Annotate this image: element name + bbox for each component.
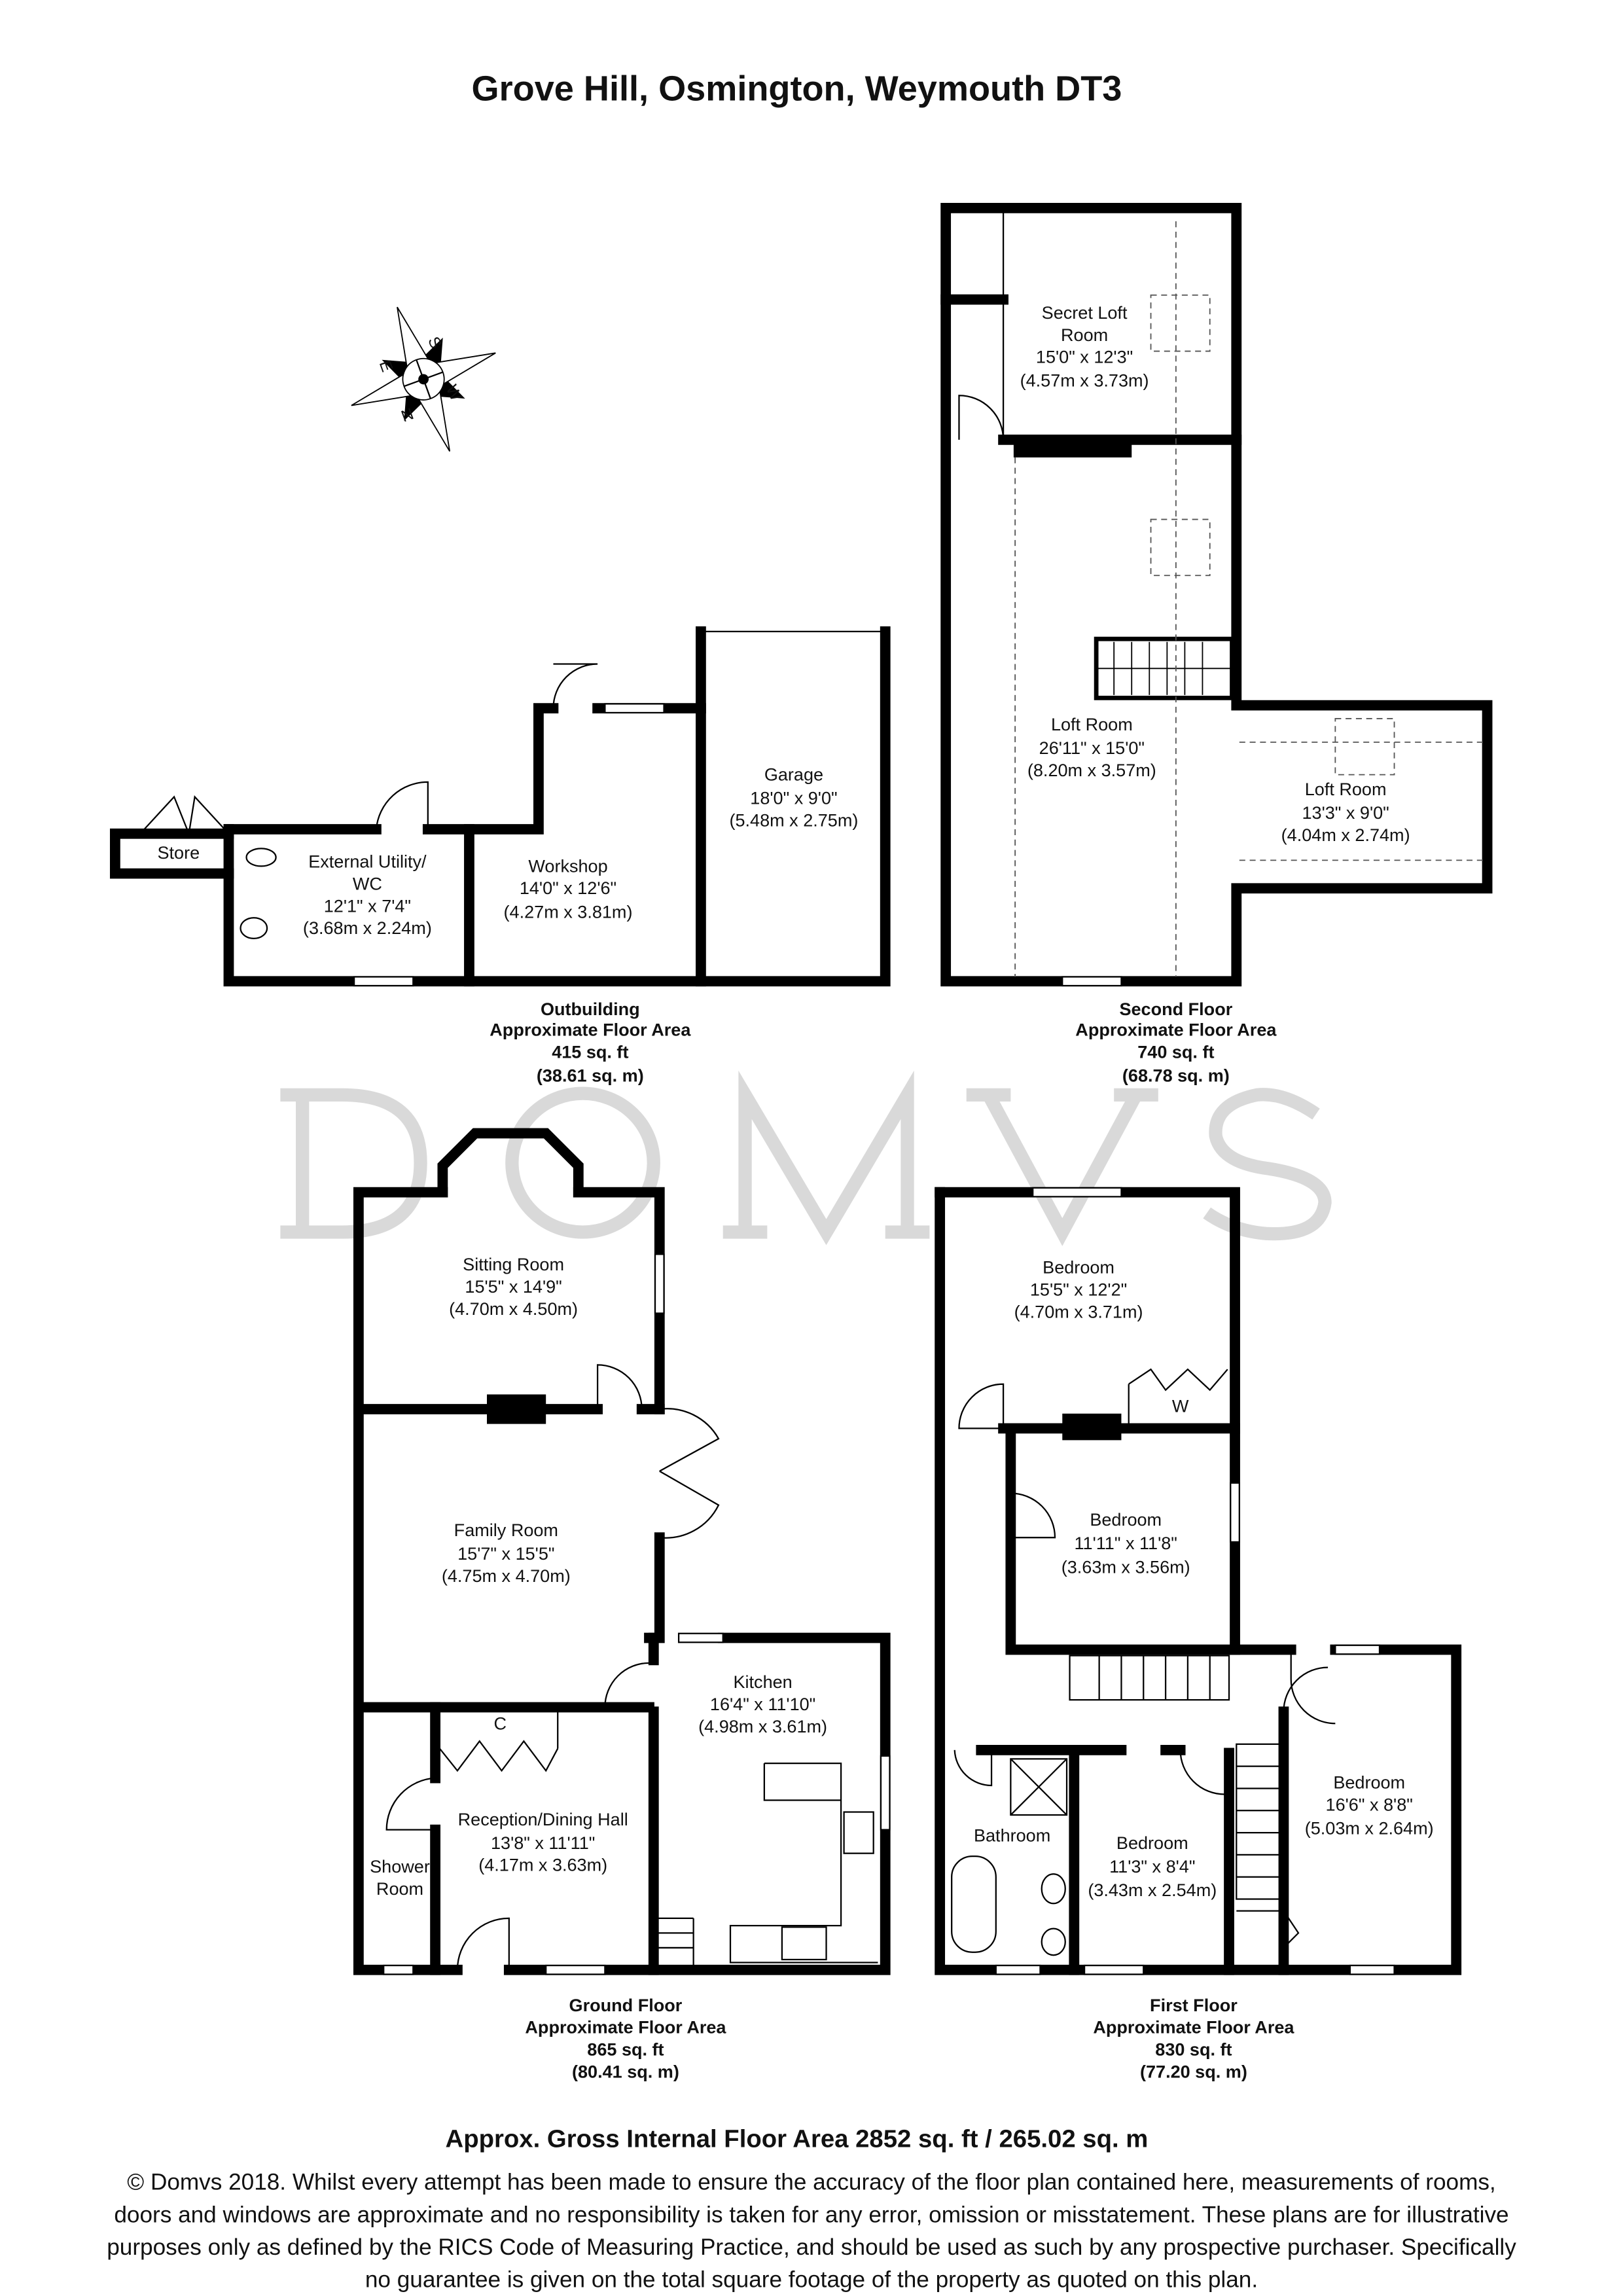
room-bedroom1-imperial: 15'5" x 12'2" (1030, 1280, 1127, 1299)
room-workshop-metric: (4.27m x 3.81m) (504, 902, 633, 922)
svg-text:Ground Floor: Ground Floor (569, 1996, 683, 2015)
room-bedroom4-metric: (3.43m x 2.54m) (1088, 1880, 1217, 1900)
svg-text:Outbuilding: Outbuilding (541, 999, 640, 1019)
room-bedroom3-imperial: 16'6" x 8'8" (1326, 1795, 1413, 1814)
room-bedroom1-label: Bedroom (1043, 1258, 1115, 1278)
svg-text:830 sq. ft: 830 sq. ft (1155, 2040, 1232, 2060)
room-reception-metric: (4.17m x 3.63m) (478, 1856, 607, 1875)
room-bedroom3-label: Bedroom (1333, 1772, 1405, 1792)
room-sitting-label: Sitting Room (463, 1255, 564, 1274)
svg-text:(80.41 sq. m): (80.41 sq. m) (572, 2062, 679, 2081)
room-utility-label-2: WC (353, 874, 382, 893)
room-kitchen-label: Kitchen (733, 1672, 792, 1692)
room-workshop-imperial: 14'0" x 12'6" (520, 878, 616, 898)
ground-floor-walls (353, 1128, 891, 1975)
room-utility-metric: (3.68m x 2.24m) (303, 918, 432, 938)
compass-label-e: E (376, 358, 396, 374)
room-secret-loft-label-2: Room (1061, 325, 1108, 345)
room-garage-imperial: 18'0" x 9'0" (750, 789, 837, 808)
svg-text:Second Floor: Second Floor (1119, 999, 1232, 1019)
room-loft-2-label: Loft Room (1305, 780, 1387, 799)
room-loft-1-label: Loft Room (1051, 715, 1133, 734)
room-kitchen-metric: (4.98m x 3.61m) (698, 1717, 827, 1736)
svg-text:Approximate Floor Area: Approximate Floor Area (490, 1020, 691, 1040)
room-bedroom3-metric: (5.03m x 2.64m) (1305, 1818, 1434, 1838)
svg-text:415 sq. ft: 415 sq. ft (552, 1042, 628, 1062)
svg-text:(77.20 sq. m): (77.20 sq. m) (1140, 2062, 1247, 2081)
room-sitting-imperial: 15'5" x 14'9" (465, 1277, 562, 1297)
svg-text:(68.78 sq. m): (68.78 sq. m) (1122, 1066, 1230, 1086)
room-secret-loft-imperial: 15'0" x 12'3" (1036, 348, 1133, 367)
room-utility-imperial: 12'1" x 7'4" (324, 896, 411, 916)
room-loft-2-metric: (4.04m x 2.74m) (1281, 825, 1410, 845)
disclaimer: © Domvs 2018. Whilst every attempt has b… (107, 2170, 1516, 2293)
watermark-logo (280, 1070, 1332, 1246)
room-kitchen-imperial: 16'4" x 11'10" (710, 1695, 815, 1714)
svg-text:Approximate Floor Area: Approximate Floor Area (1093, 2018, 1294, 2037)
svg-text:purposes only as defined by th: purposes only as defined by the RICS Cod… (107, 2234, 1516, 2260)
room-utility-label: External Utility/ (308, 852, 427, 872)
room-loft-1-metric: (8.20m x 3.57m) (1027, 761, 1156, 780)
room-bedroom4-imperial: 11'3" x 8'4" (1109, 1857, 1195, 1876)
first-floor-walls (935, 1187, 1462, 1975)
svg-text:(38.61 sq. m): (38.61 sq. m) (537, 1066, 644, 1086)
first-floor-caption: First Floor Approximate Floor Area 830 s… (1093, 1996, 1294, 2081)
room-bedroom2-label: Bedroom (1090, 1510, 1162, 1530)
svg-text:First Floor: First Floor (1150, 1996, 1238, 2015)
room-bathroom-label: Bathroom (974, 1826, 1050, 1846)
svg-text:doors and windows are approxim: doors and windows are approximate and no… (114, 2202, 1508, 2227)
room-loft-2-imperial: 13'3" x 9'0" (1302, 803, 1389, 823)
svg-text:Approximate Floor Area: Approximate Floor Area (525, 2018, 726, 2037)
room-loft-1-imperial: 26'11" x 15'0" (1039, 738, 1145, 758)
page-title: Grove Hill, Osmington, Weymouth DT3 (472, 69, 1122, 108)
room-bedroom2-imperial: 11'11" x 11'8" (1075, 1534, 1177, 1553)
room-reception-label: Reception/Dining Hall (458, 1810, 628, 1829)
svg-text:Approximate Floor Area: Approximate Floor Area (1075, 1020, 1277, 1040)
room-cupboard-label: C (494, 1713, 507, 1733)
room-bedroom1-metric: (4.70m x 3.71m) (1014, 1302, 1143, 1321)
room-garage-metric: (5.48m x 2.75m) (729, 811, 858, 831)
room-garage-label: Garage (764, 765, 823, 785)
room-bedroom4-label: Bedroom (1116, 1833, 1188, 1853)
outbuilding-caption: Outbuilding Approximate Floor Area 415 s… (490, 999, 691, 1085)
room-family-metric: (4.75m x 4.70m) (442, 1566, 571, 1586)
svg-text:865 sq. ft: 865 sq. ft (587, 2040, 664, 2060)
room-family-label: Family Room (454, 1520, 558, 1540)
room-family-imperial: 15'7" x 15'5" (457, 1544, 554, 1564)
second-floor-caption: Second Floor Approximate Floor Area 740 … (1075, 999, 1277, 1085)
room-shower-label: Shower (370, 1857, 430, 1876)
gross-floor-area: Approx. Gross Internal Floor Area 2852 s… (446, 2125, 1149, 2153)
room-secret-loft-metric: (4.57m x 3.73m) (1020, 371, 1149, 391)
room-shower-label-2: Room (376, 1879, 423, 1899)
svg-text:740 sq. ft: 740 sq. ft (1137, 1042, 1214, 1062)
outbuilding-walls (109, 626, 891, 987)
svg-text:© Domvs 2018. Whilst every att: © Domvs 2018. Whilst every attempt has b… (127, 2170, 1495, 2195)
room-secret-loft-label: Secret Loft (1042, 303, 1128, 323)
compass-rose-icon (351, 306, 496, 452)
room-wardrobe-label: W (1172, 1397, 1189, 1416)
svg-text:no guarantee is given on the t: no guarantee is given on the total squar… (365, 2267, 1258, 2292)
room-reception-imperial: 13'8" x 11'11" (491, 1833, 595, 1853)
second-floor-walls (940, 202, 1493, 987)
ground-floor-caption: Ground Floor Approximate Floor Area 865 … (525, 1996, 726, 2081)
room-bedroom2-metric: (3.63m x 3.56m) (1061, 1557, 1190, 1577)
room-sitting-metric: (4.70m x 4.50m) (449, 1299, 578, 1319)
room-store-label: Store (157, 843, 200, 863)
room-workshop-label: Workshop (528, 856, 607, 876)
